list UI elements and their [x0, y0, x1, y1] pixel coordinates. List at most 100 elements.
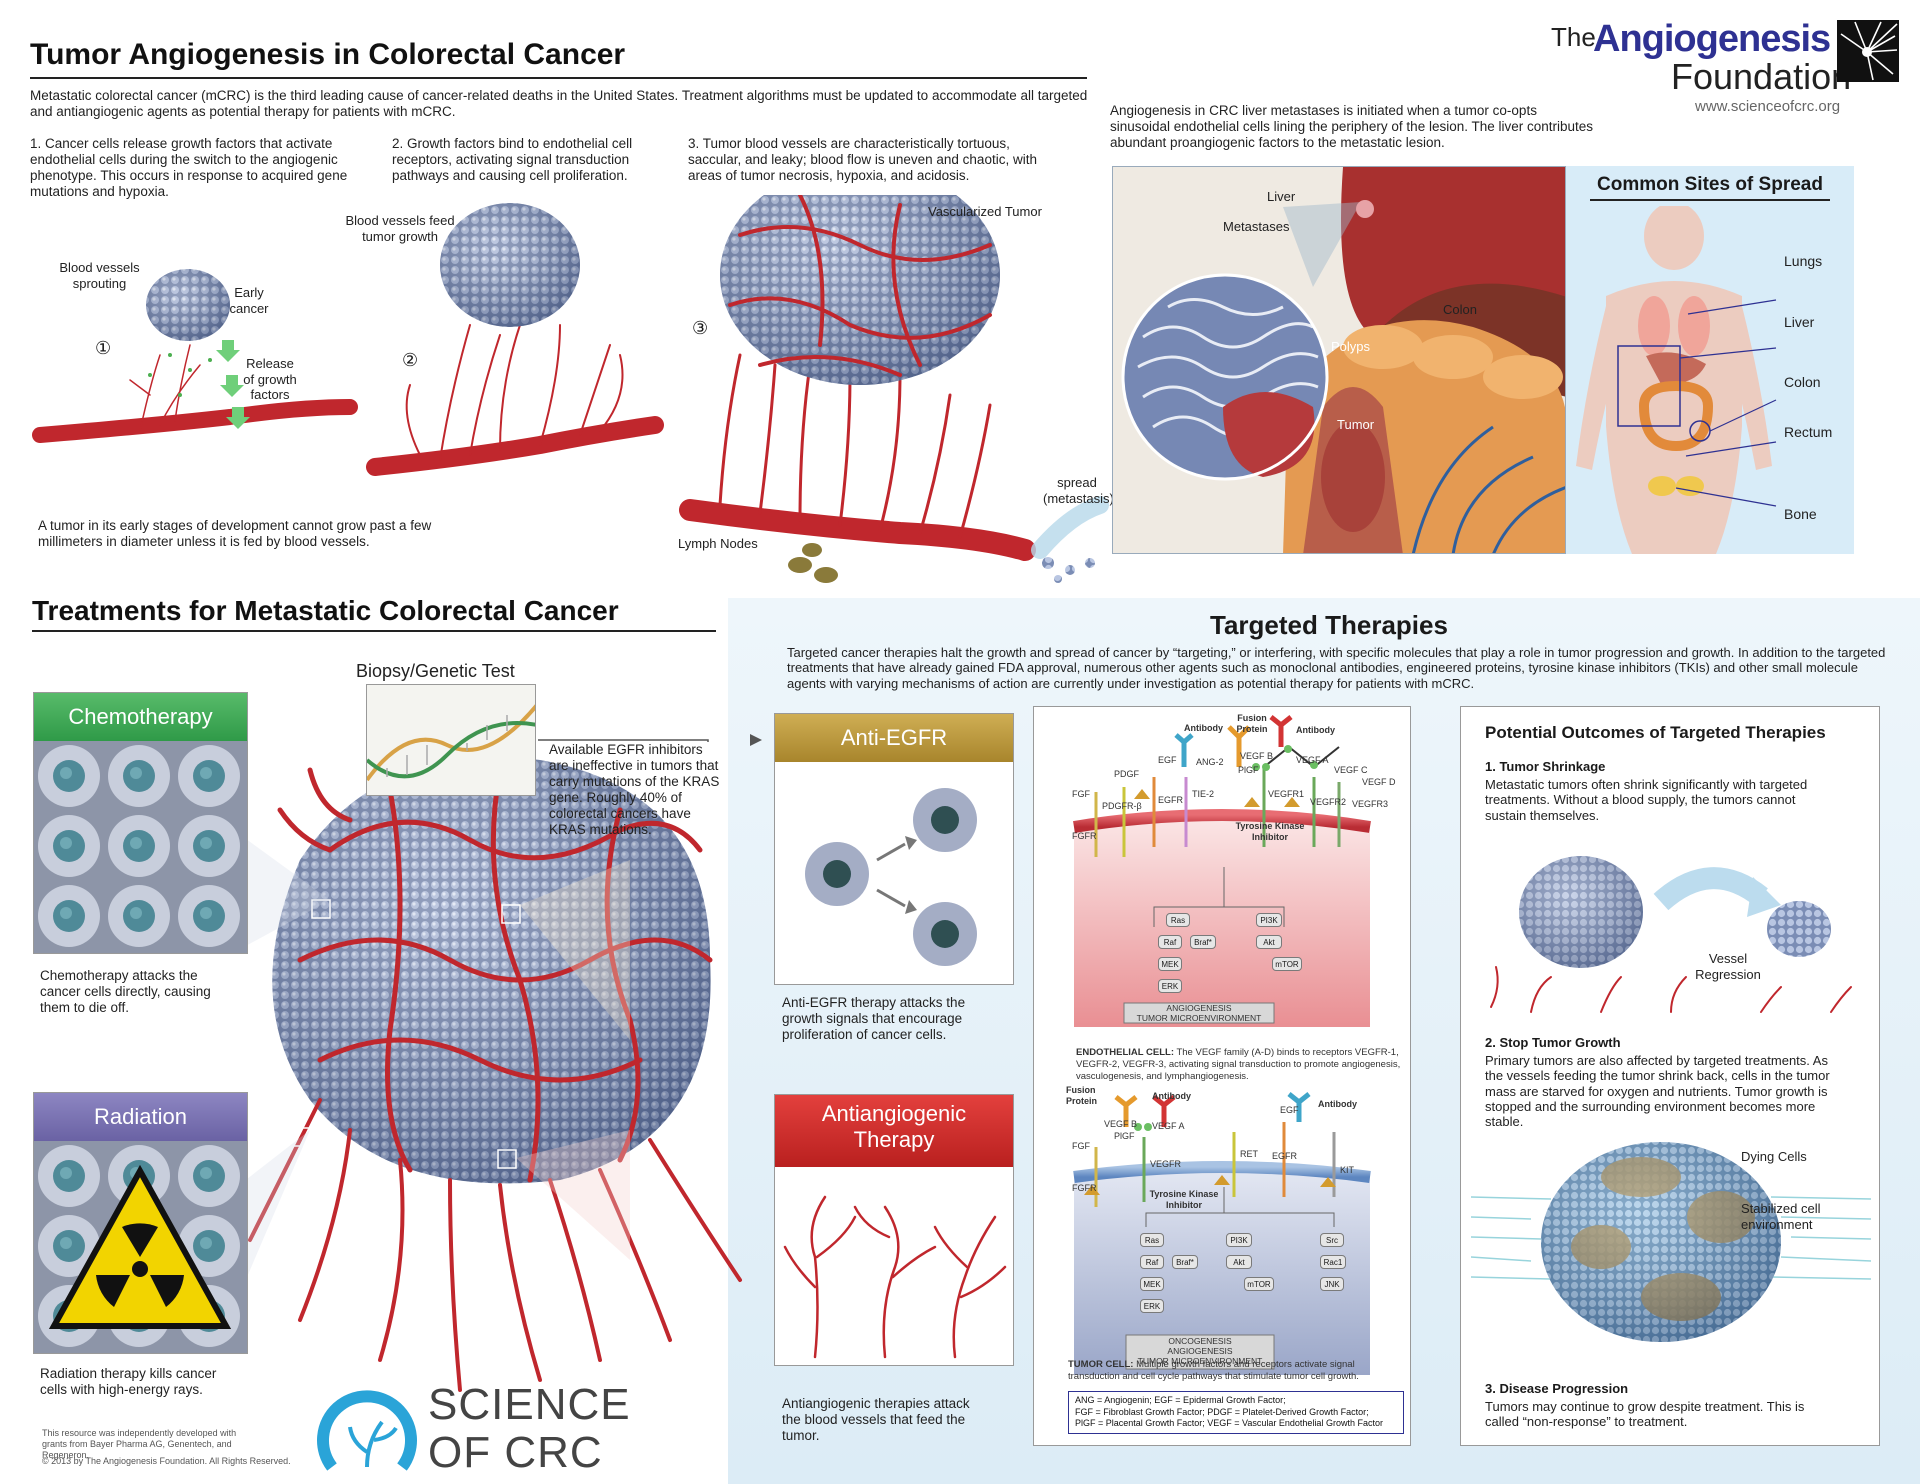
chemo-card: Chemotherapy	[33, 692, 248, 954]
label-release-growth: Release of growth factors	[243, 356, 297, 403]
angiogenesis-stages-illustration	[32, 195, 1109, 583]
label-lymph: Lymph Nodes	[678, 536, 758, 551]
radiation-text: Radiation therapy kills cancer cells wit…	[40, 1366, 217, 1397]
endo-lig-egf: EGF	[1158, 755, 1177, 765]
dna-box	[366, 684, 536, 796]
endo-ras: Ras	[1166, 913, 1190, 927]
radiation-card: Radiation	[33, 1092, 248, 1354]
tumor-src: Src	[1320, 1233, 1344, 1247]
egfr-note: Available EGFR inhibitors are ineffectiv…	[549, 742, 720, 837]
starburst-logo-icon	[1837, 20, 1899, 82]
endo-lig-pdgf: PDGF	[1114, 769, 1140, 779]
tumor-lig-fgf: FGF	[1072, 1141, 1090, 1151]
tumor-rec-egfr: EGFR	[1272, 1151, 1298, 1161]
endo-lig-ang2: ANG-2	[1196, 757, 1224, 767]
antiegfr-card: Anti-EGFR	[774, 713, 1014, 985]
tumor-ras: Ras	[1140, 1233, 1164, 1247]
endothelial-pathway-diagram	[1073, 715, 1371, 1027]
tumor-lig-vegfb: VEGF B	[1104, 1119, 1138, 1129]
endo-tki: Tyrosine Kinase Inhibitor	[1235, 821, 1305, 842]
label-colon: Colon	[1443, 302, 1477, 317]
tumor-lig-egf: EGF	[1280, 1105, 1299, 1115]
label-dying-cells: Dying Cells	[1741, 1149, 1807, 1164]
tumor-rec-kit: KIT	[1340, 1165, 1355, 1175]
endo-lig-fgf: FGF	[1072, 789, 1090, 799]
step1-text: 1. Cancer cells release growth factors t…	[30, 136, 348, 199]
outcome3-title: 3. Disease Progression	[1485, 1381, 1629, 1396]
antiangio-title1: Antiangiogenic	[821, 1101, 967, 1126]
biopsy-label: Biopsy/Genetic Test	[356, 661, 515, 681]
endo-rec-vegfr1: VEGFR1	[1268, 789, 1305, 799]
liver-text: Angiogenesis in CRC liver metastases is …	[1110, 103, 1594, 150]
label-metastases: Metastases	[1223, 219, 1290, 234]
tumor-outcome2: ANGIOGENESIS	[1167, 1346, 1233, 1356]
endo-rec-vegfr3: VEGFR3	[1352, 799, 1389, 809]
stopped-tumor-illustration	[1471, 1142, 1871, 1342]
cell-division-illustration	[805, 788, 977, 966]
copyright: © 2013 by The Angiogenesis Foundation. A…	[42, 1456, 291, 1466]
grant-note: This resource was independently develope…	[42, 1428, 237, 1460]
tumor-antibody: Antibody	[1152, 1091, 1191, 1101]
endo-mtor: mTOR	[1272, 957, 1302, 971]
chemo-cells-image	[34, 741, 247, 953]
tumor-akt: Akt	[1226, 1255, 1252, 1269]
sci-logo-line1: SCIENCE	[428, 1380, 631, 1429]
outcomes-title: Potential Outcomes of Targeted Therapies	[1485, 723, 1826, 742]
endo-lig-vegfb: VEGF B	[1240, 751, 1274, 761]
tumor-shrinkage-illustration	[1490, 856, 1852, 1013]
tumor-mek: MEK	[1140, 1277, 1164, 1291]
endo-rec-vegfr2: VEGFR2	[1310, 797, 1347, 807]
endo-braf: Braf*	[1190, 935, 1216, 949]
sci-logo-line2: OF CRC	[428, 1428, 603, 1477]
radiation-cells-image	[34, 1141, 247, 1353]
tumor-caption: TUMOR CELL: Multiple growth factors and …	[1068, 1359, 1359, 1382]
tumor-jnk: JNK	[1320, 1277, 1344, 1291]
endo-caption: ENDOTHELIAL CELL: The VEGF family (A-D) …	[1076, 1047, 1401, 1082]
endo-antibody2: Antibody	[1296, 725, 1335, 735]
label-vessels-feed: Blood vessels feed tumor growth	[345, 213, 455, 244]
antiegfr-title: Anti-EGFR	[775, 714, 1013, 762]
spread-title: Common Sites of Spread	[1597, 174, 1823, 195]
tumor-rec-vegfr: VEGFR	[1150, 1159, 1182, 1169]
antiangio-text: Antiangiogenic therapies attack the bloo…	[782, 1396, 970, 1443]
regressed-vessels-illustration	[783, 1195, 1007, 1359]
tumor-pi3k: PI3K	[1226, 1233, 1252, 1247]
intro-text: Metastatic colorectal cancer (mCRC) is t…	[30, 88, 1088, 119]
dna-helix-icon	[367, 704, 535, 782]
endo-antibody: Antibody	[1184, 723, 1223, 733]
site-lungs: Lungs	[1784, 253, 1823, 269]
science-of-crc-logo-icon[interactable]	[312, 1372, 422, 1482]
endo-rec-pdgfr: PDGFR-β	[1102, 801, 1142, 811]
early-note: A tumor in its early stages of developme…	[38, 518, 432, 549]
treatments-title: Treatments for Metastatic Colorectal Can…	[32, 595, 619, 626]
label-tumor: Tumor	[1337, 417, 1375, 432]
site-rectum: Rectum	[1784, 424, 1833, 440]
tumor-cell-pathway-diagram	[1073, 1092, 1371, 1375]
radiation-title: Radiation	[34, 1093, 247, 1141]
endo-outcome2: TUMOR MICROENVIRONMENT	[1136, 1013, 1262, 1023]
outcome1-title: 1. Tumor Shrinkage	[1485, 759, 1606, 774]
tumor-antibody2: Antibody	[1318, 1099, 1357, 1109]
tumor-raf: Raf	[1140, 1255, 1164, 1269]
tumor-mtor: mTOR	[1244, 1277, 1274, 1291]
tumor-erk: ERK	[1140, 1299, 1164, 1313]
outcome1-text: Metastatic tumors often shrink significa…	[1485, 777, 1808, 823]
foundation-logo[interactable]: The Angiogenesis Foundation www.scienceo…	[1545, 18, 1905, 118]
website-link[interactable]: www.scienceofcrc.org	[1695, 98, 1841, 115]
step2-text: 2. Growth factors bind to endothelial ce…	[392, 136, 633, 183]
antiangio-card: Antiangiogenic Therapy	[774, 1094, 1014, 1366]
endo-rec-egfr: EGFR	[1158, 795, 1184, 805]
endo-pi3k: PI3K	[1256, 913, 1282, 927]
page-title: Tumor Angiogenesis in Colorectal Cancer	[30, 38, 626, 71]
body-outline-illustration	[1576, 206, 1777, 554]
label-liver: Liver	[1267, 189, 1296, 204]
label-stabilized: Stabilized cell environment	[1741, 1201, 1821, 1232]
spread-sites-panel: Common Sites of Spread Lungs Liver Colon…	[1566, 166, 1854, 554]
targeted-intro: Targeted cancer therapies halt the growt…	[787, 645, 1886, 691]
signaling-pathways-panel: Antibody Fusion Protein Antibody FGF PDG…	[1033, 706, 1411, 1446]
antiangio-title2: Therapy	[853, 1127, 935, 1152]
antiangio-header: Antiangiogenic Therapy	[775, 1095, 1013, 1167]
step3-number: ③	[692, 318, 709, 338]
outcome2-text: Primary tumors are also affected by targ…	[1485, 1053, 1830, 1130]
tumor-rec-fgfr: FGFR	[1072, 1183, 1097, 1193]
